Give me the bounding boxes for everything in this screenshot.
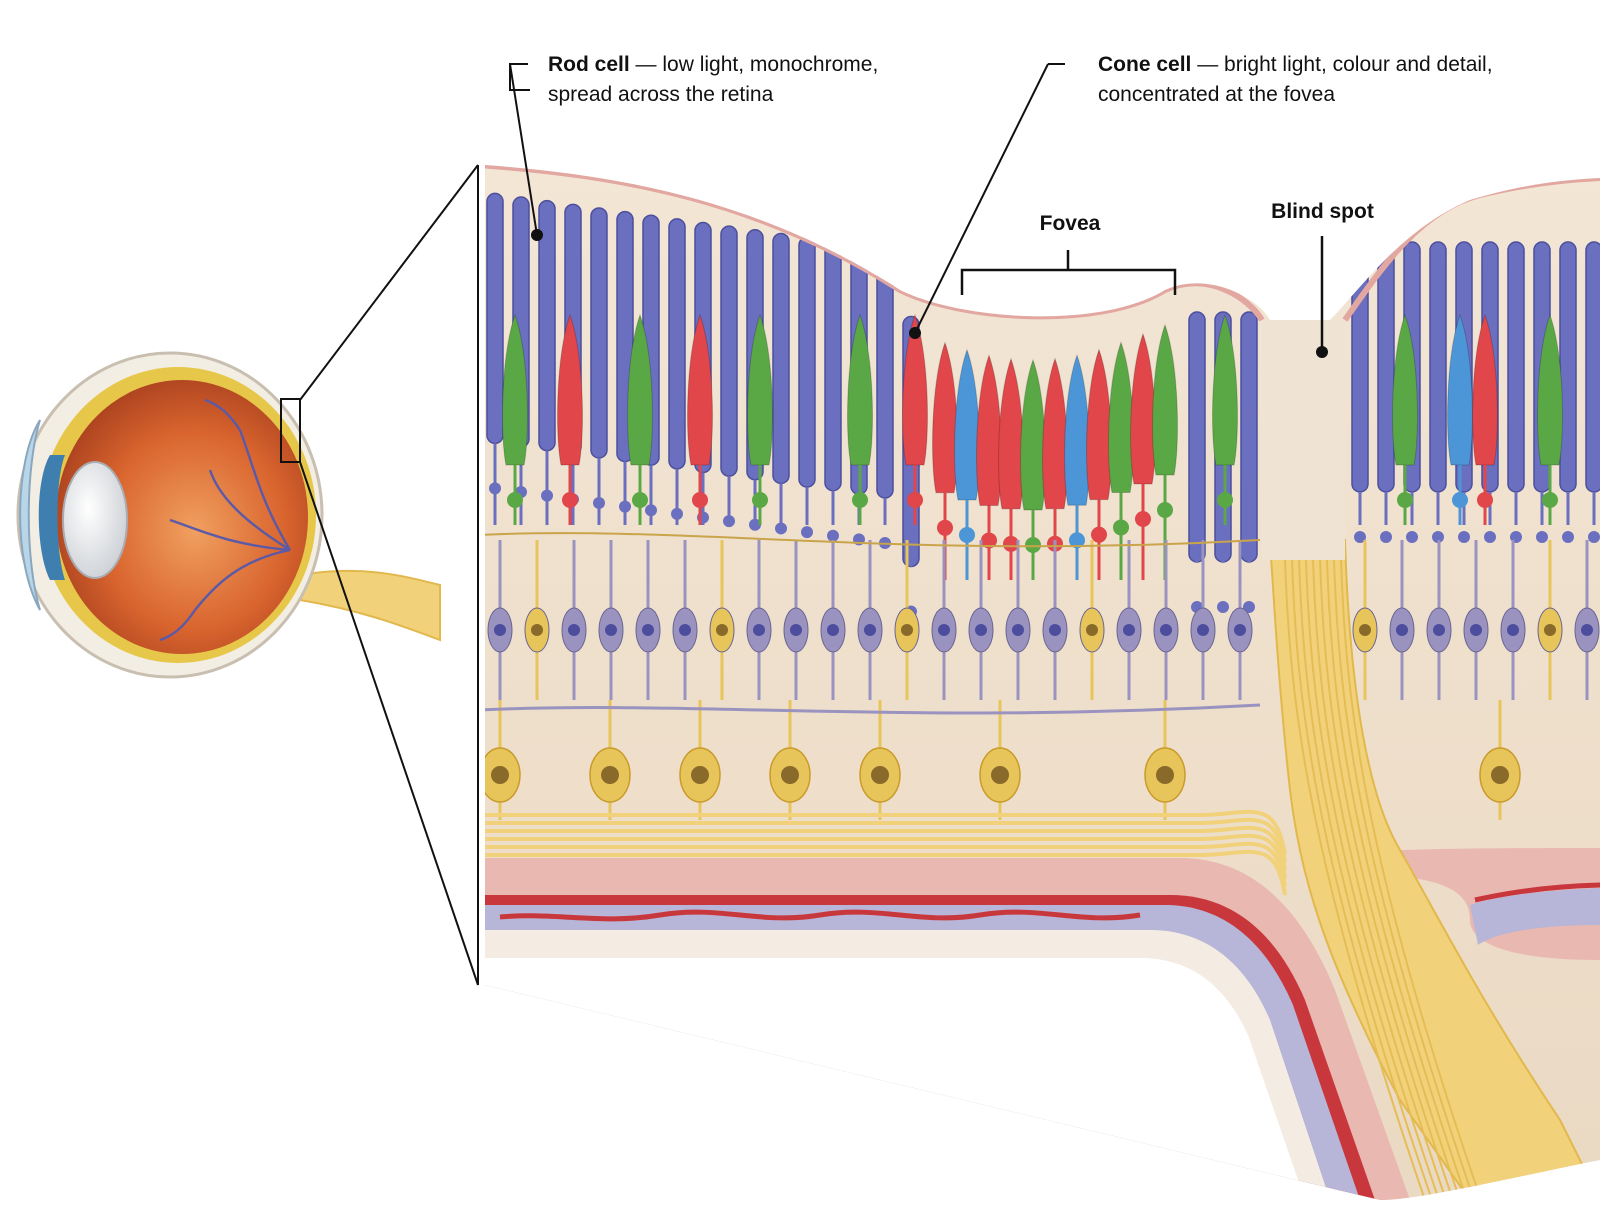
ganglion-cell-icon bbox=[485, 700, 521, 820]
bipolar-cell-icon bbox=[1574, 540, 1600, 700]
rod-cell-icon bbox=[720, 225, 738, 528]
cone-cell-icon bbox=[747, 313, 773, 525]
cone-cell-icon bbox=[1020, 358, 1046, 580]
cone-cell-icon bbox=[976, 353, 1002, 580]
cone-cell-desc-2: concentrated at the fovea bbox=[1098, 83, 1335, 106]
rod-cell-term: Rod cell bbox=[548, 53, 630, 76]
bipolar-cell-icon bbox=[1426, 540, 1452, 700]
bipolar-cell-icon bbox=[783, 540, 809, 700]
bipolar-cell-icon bbox=[598, 540, 624, 700]
rod-cell-icon bbox=[1507, 241, 1525, 543]
bipolar-cell-icon bbox=[1227, 540, 1253, 700]
rod-cell-icon bbox=[1429, 241, 1447, 543]
cone-cell-icon bbox=[954, 348, 980, 580]
rod-cell-desc-2: spread across the retina bbox=[548, 83, 774, 106]
fovea-label: Fovea bbox=[1039, 212, 1101, 235]
cone-cell-icon bbox=[902, 313, 928, 525]
cone-cell-label: Cone cell — bright light, colour and det… bbox=[1098, 50, 1598, 110]
bipolar-cell-icon bbox=[1500, 540, 1526, 700]
cone-cell-icon bbox=[1392, 313, 1418, 525]
eyeball-icon bbox=[16, 351, 441, 679]
blind-spot-label: Blind spot bbox=[1271, 200, 1374, 223]
ganglion-cell-icon bbox=[524, 540, 550, 700]
cone-cell-icon bbox=[557, 313, 583, 525]
rod-cell-icon bbox=[1559, 241, 1577, 543]
bipolar-cell-icon bbox=[1153, 540, 1179, 700]
ganglion-cell-icon bbox=[1079, 540, 1105, 700]
cone-cell-desc-1: — bright light, colour and detail, bbox=[1197, 53, 1493, 76]
bipolar-cell-icon bbox=[1463, 540, 1489, 700]
rod-cell-icon bbox=[590, 207, 608, 525]
rod-cell-desc-1: — low light, monochrome, bbox=[635, 53, 879, 76]
cone-cell-icon bbox=[847, 313, 873, 525]
ganglion-cell-icon bbox=[709, 540, 735, 700]
rod-cell-icon bbox=[1240, 311, 1258, 613]
cone-cell-icon bbox=[1130, 332, 1156, 580]
cone-cell-icon bbox=[1108, 340, 1134, 580]
ganglion-cell-icon bbox=[589, 700, 631, 820]
cone-cell-icon bbox=[627, 313, 653, 525]
cone-cell-icon bbox=[1064, 353, 1090, 580]
cone-cell-icon bbox=[1086, 348, 1112, 580]
rod-cell-icon bbox=[772, 232, 790, 535]
ganglion-cell-icon bbox=[1144, 700, 1186, 820]
ganglion-cell-icon bbox=[1537, 540, 1563, 700]
bipolar-cell-icon bbox=[1389, 540, 1415, 700]
cone-cell-icon bbox=[1537, 313, 1563, 525]
optic-nerve-icon bbox=[299, 569, 441, 642]
bipolar-cell-icon bbox=[672, 540, 698, 700]
bipolar-cell-icon bbox=[561, 540, 587, 700]
bipolar-cell-icon bbox=[968, 540, 994, 700]
ganglion-cell-icon bbox=[859, 700, 901, 820]
rod-cell-icon bbox=[668, 218, 686, 525]
ganglion-cell-icon bbox=[679, 700, 721, 820]
bipolar-cell-icon bbox=[487, 540, 513, 700]
bipolar-cell-icon bbox=[857, 540, 883, 700]
bipolar-cell-icon bbox=[1190, 540, 1216, 700]
bipolar-cell-icon bbox=[931, 540, 957, 700]
cone-cell-icon bbox=[998, 357, 1024, 580]
bipolar-cell-icon bbox=[746, 540, 772, 700]
rod-cell-icon bbox=[1585, 241, 1600, 543]
ganglion-cell-icon bbox=[1352, 540, 1378, 700]
bipolar-cell-icon bbox=[820, 540, 846, 700]
rod-cell-label: Rod cell — low light, monochrome, spread… bbox=[548, 50, 968, 110]
rod-cell-icon bbox=[824, 239, 842, 542]
rod-cell-icon bbox=[486, 192, 504, 525]
bipolar-cell-icon bbox=[1042, 540, 1068, 700]
cone-cell-icon bbox=[687, 313, 713, 525]
bipolar-cell-icon bbox=[635, 540, 661, 700]
cone-cell-term: Cone cell bbox=[1098, 53, 1192, 76]
rod-cell-icon bbox=[538, 199, 556, 525]
cone-cell-icon bbox=[1472, 313, 1498, 525]
cone-cell-icon bbox=[502, 313, 528, 525]
ganglion-cell-icon bbox=[769, 700, 811, 820]
cone-cell-icon bbox=[1447, 313, 1473, 525]
ganglion-cell-icon bbox=[1479, 700, 1521, 820]
ganglion-cell-icon bbox=[979, 700, 1021, 820]
bipolar-cell-icon bbox=[1116, 540, 1142, 700]
cone-cell-icon bbox=[1212, 313, 1238, 525]
cone-cell-icon bbox=[1042, 357, 1068, 580]
ganglion-cell-icon bbox=[894, 540, 920, 700]
rod-cell-icon bbox=[1188, 311, 1206, 613]
bipolar-cell-icon bbox=[1005, 540, 1031, 700]
